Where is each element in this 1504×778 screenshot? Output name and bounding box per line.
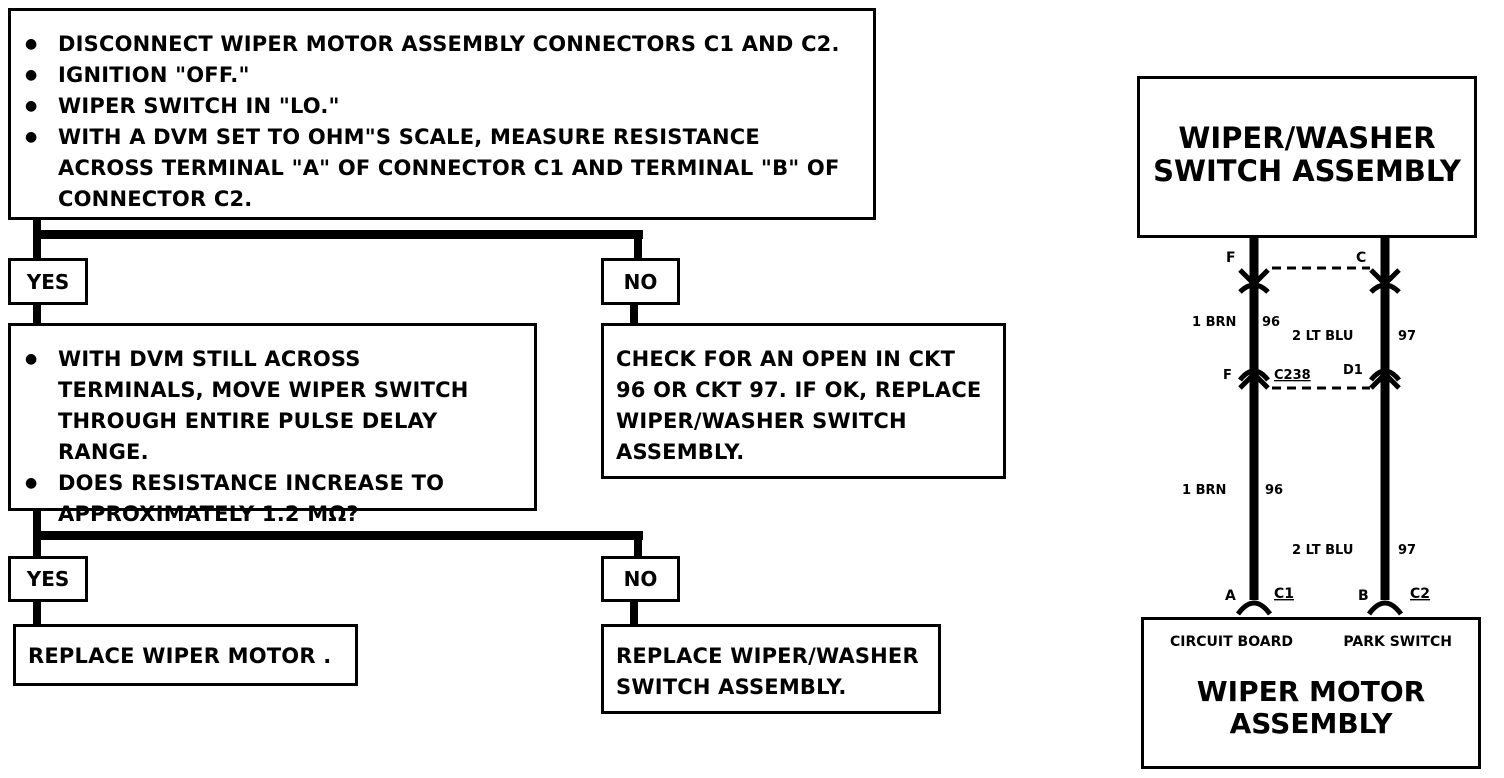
connector-c238-d1 (1369, 368, 1401, 390)
park-switch-label: PARK SWITCH (1343, 634, 1452, 650)
connector-line (33, 220, 41, 260)
connector-line (33, 230, 643, 239)
yes-label-2: YES (8, 556, 88, 602)
connector-c238-label: C238 (1274, 368, 1311, 383)
pin-d1-mid: D1 (1343, 363, 1363, 378)
circuit-board-label: CIRCUIT BOARD (1170, 634, 1293, 650)
step2-item: DOES RESISTANCE INCREASE TO APPROXIMATEL… (11, 468, 534, 530)
connector-line (33, 531, 643, 540)
connector-line (634, 531, 642, 561)
yes-result-2-box: REPLACE WIPER MOTOR . (13, 624, 358, 686)
motor-title-line1: WIPER MOTOR (1196, 675, 1426, 708)
no-label-2: NO (601, 556, 680, 602)
wire-label-left-upper: 1 BRN (1192, 315, 1236, 330)
wire-label-right-upper: 2 LT BLU (1292, 329, 1353, 344)
motor-terminal-b (1366, 600, 1404, 616)
step1-item: DISCONNECT WIPER MOTOR ASSEMBLY CONNECTO… (11, 29, 873, 60)
switch-terminal-c (1369, 268, 1401, 294)
connector-line (630, 305, 638, 325)
step1-item: WITH A DVM SET TO OHM"S SCALE, MEASURE R… (11, 122, 873, 215)
step1-list: DISCONNECT WIPER MOTOR ASSEMBLY CONNECTO… (11, 29, 873, 215)
wire-label-left-lower: 1 BRN (1182, 483, 1226, 498)
yes-label-1: YES (8, 258, 88, 305)
step1-item: WIPER SWITCH IN "LO." (11, 91, 873, 122)
ckt-label-right-upper: 97 (1398, 329, 1416, 344)
pin-f-mid: F (1223, 368, 1232, 383)
switch-assembly-box: WIPER/WASHER SWITCH ASSEMBLY (1137, 76, 1477, 238)
connector-line (33, 305, 41, 325)
step2-list: WITH DVM STILL ACROSS TERMINALS, MOVE WI… (11, 344, 534, 530)
switch-terminal-f (1238, 268, 1270, 294)
motor-terminal-a (1235, 600, 1273, 616)
pin-c-top: C (1356, 250, 1366, 266)
conn-c1: C1 (1274, 586, 1294, 602)
connector-line (630, 602, 638, 626)
step2-item: WITH DVM STILL ACROSS TERMINALS, MOVE WI… (11, 344, 534, 468)
step2-box: WITH DVM STILL ACROSS TERMINALS, MOVE WI… (8, 323, 537, 526)
connector-c238-f (1238, 368, 1270, 390)
wire-label-right-lower: 2 LT BLU (1292, 543, 1353, 558)
conn-c2: C2 (1410, 586, 1430, 602)
pin-f-top: F (1226, 250, 1236, 266)
no-result-1-box: CHECK FOR AN OPEN IN CKT 96 OR CKT 97. I… (601, 323, 1006, 479)
motor-title-line2: ASSEMBLY (1229, 707, 1393, 740)
switch-title-line1: WIPER/WASHER (1178, 121, 1436, 155)
connector-line (634, 230, 642, 260)
no-label-1: NO (601, 258, 680, 305)
connector-line (33, 602, 41, 626)
ckt-label-left-upper: 96 (1262, 315, 1280, 330)
motor-assembly-box: CIRCUIT BOARD PARK SWITCH WIPER MOTOR AS… (1141, 617, 1481, 769)
no-result-2-box: REPLACE WIPER/WASHER SWITCH ASSEMBLY. (601, 624, 941, 714)
pin-b: B (1358, 588, 1369, 604)
step1-item: IGNITION "OFF." (11, 60, 873, 91)
ckt-label-right-lower: 97 (1398, 543, 1416, 558)
pin-a: A (1225, 588, 1236, 604)
step1-box: DISCONNECT WIPER MOTOR ASSEMBLY CONNECTO… (8, 8, 876, 220)
switch-title-line2: SWITCH ASSEMBLY (1153, 154, 1461, 188)
ckt-label-left-lower: 96 (1265, 483, 1283, 498)
